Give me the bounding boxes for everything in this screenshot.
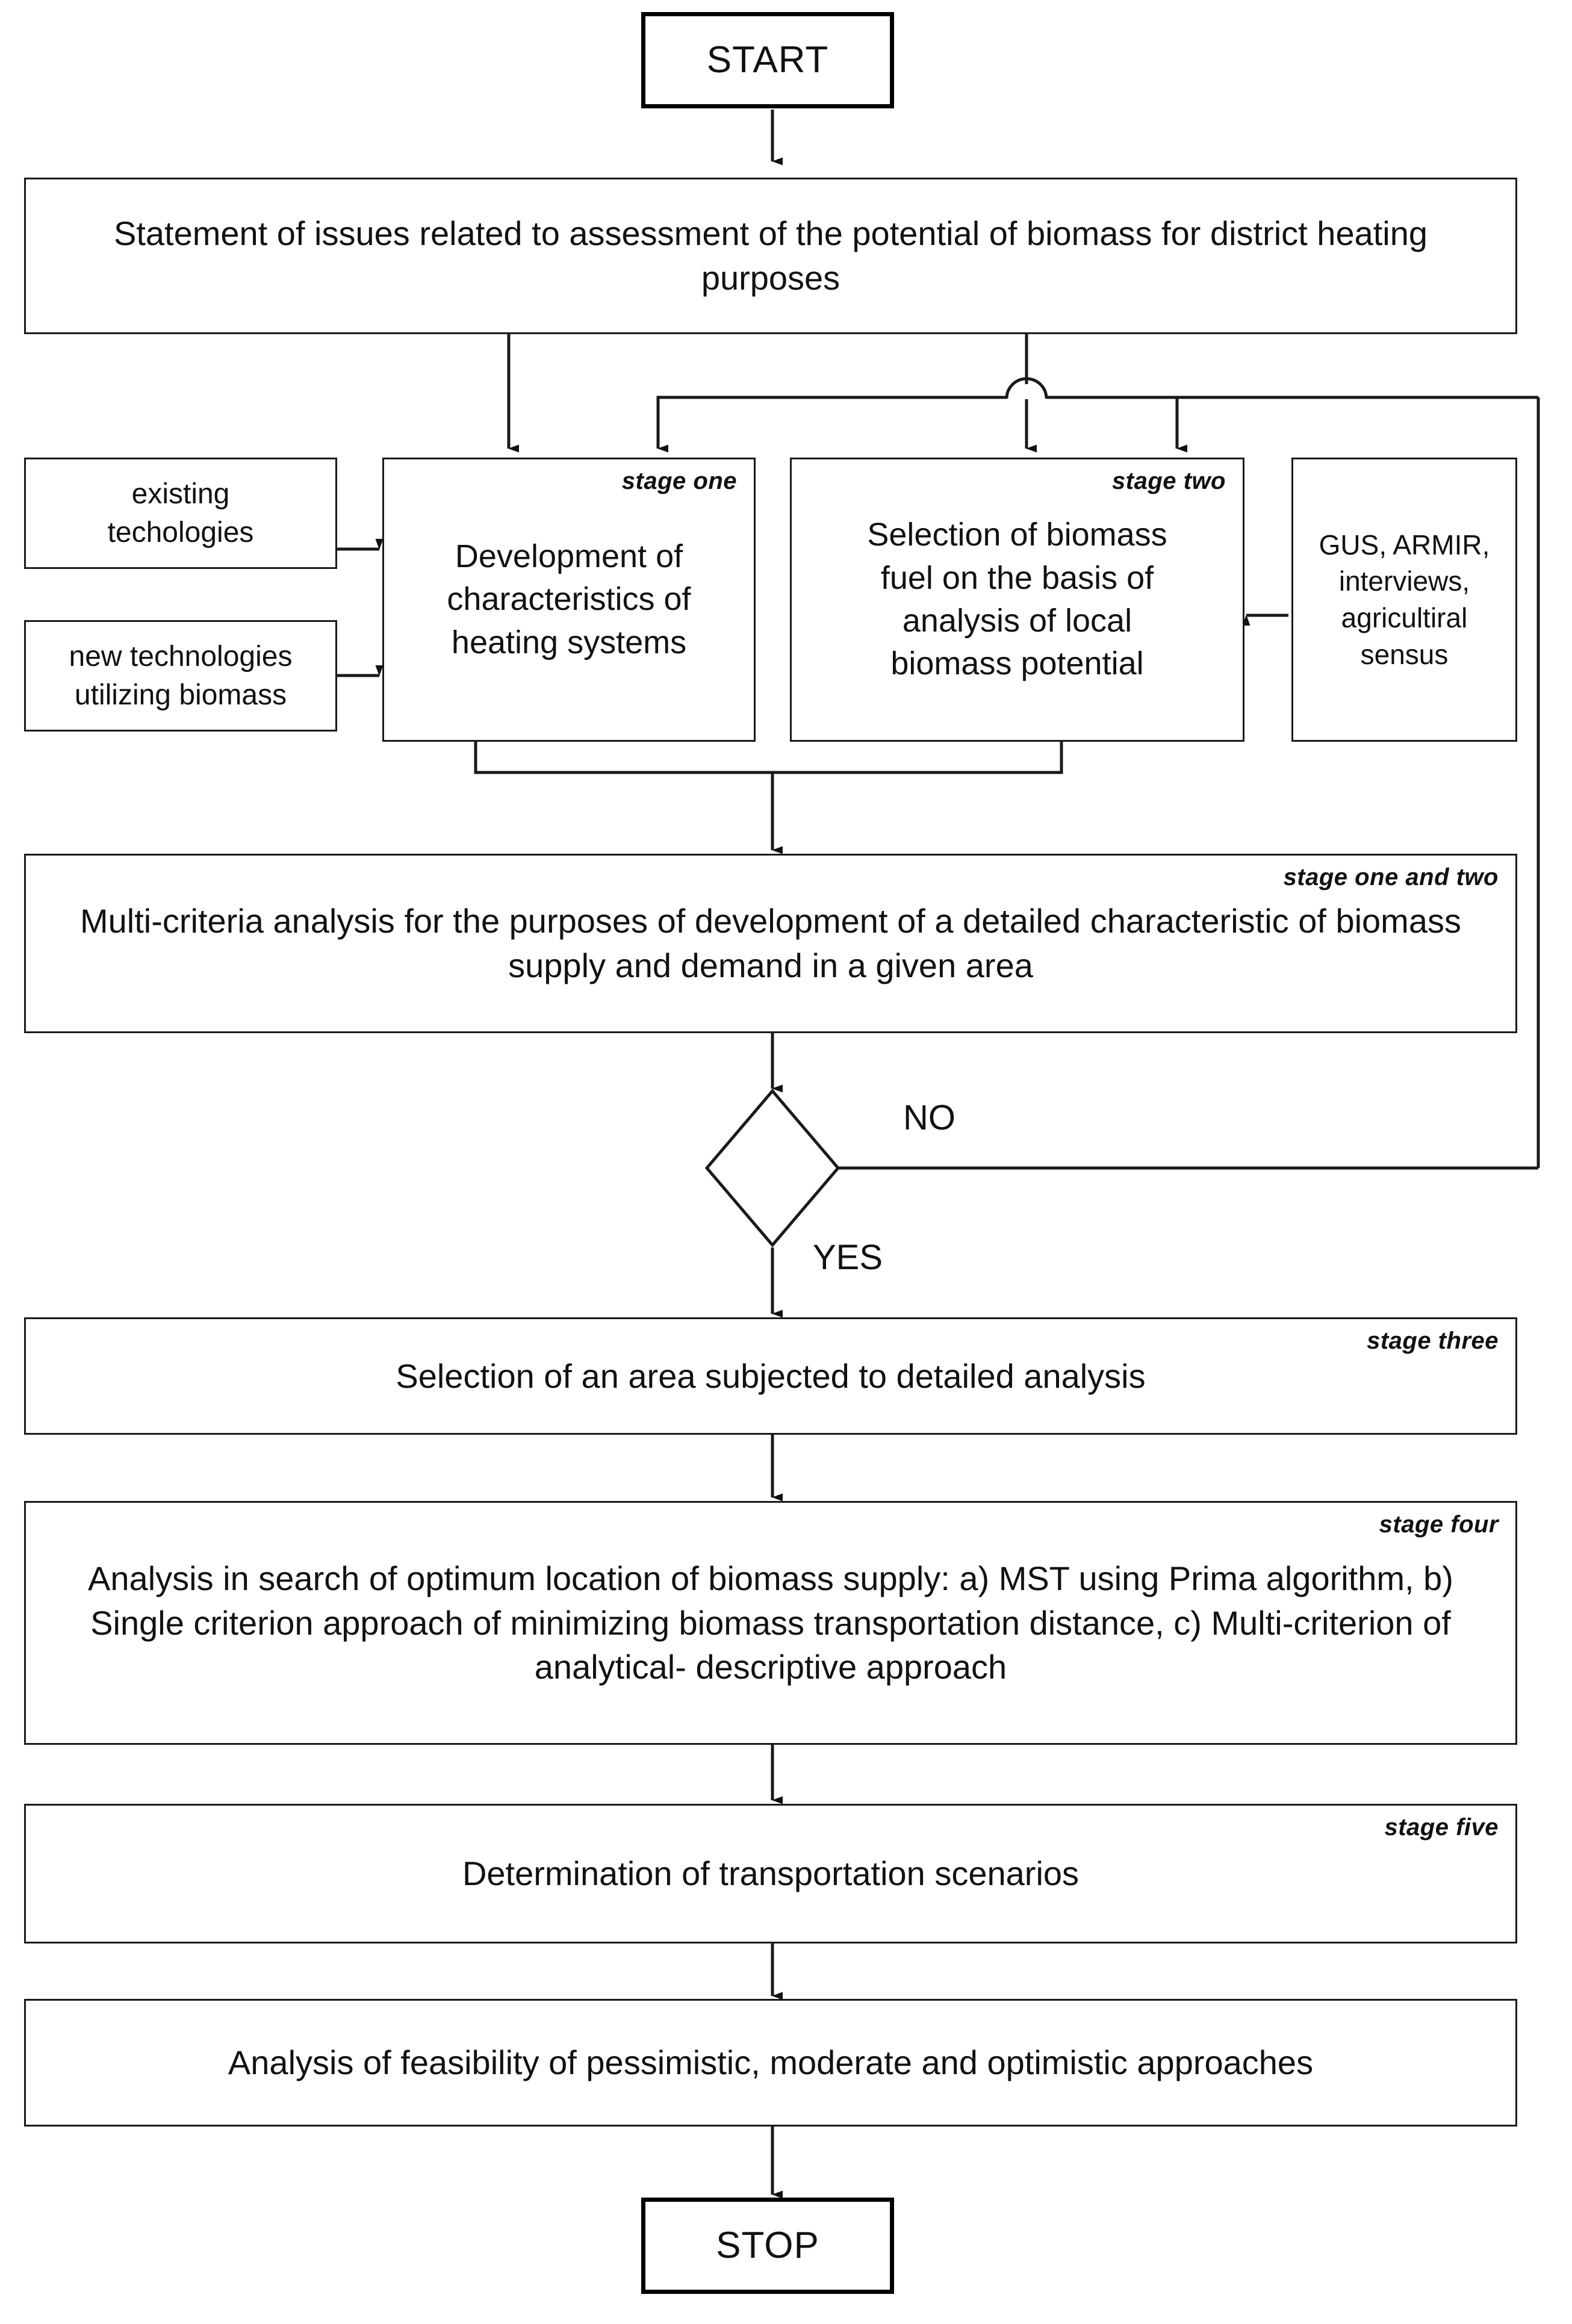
node-feasibility-analysis[interactable]: Analysis of feasibility of pessimistic, … — [24, 1999, 1517, 2127]
node-stage-one[interactable]: stage one Development of characteristics… — [382, 458, 756, 742]
node-statement-label: Statement of issues related to assessmen… — [113, 214, 1428, 297]
edge-feedback-bus-left — [656, 396, 1007, 449]
node-multicriteria-label: Multi-criteria analysis for the purposes… — [80, 902, 1461, 984]
node-stage-three[interactable]: stage three Selection of an area subject… — [24, 1317, 1517, 1435]
node-start[interactable]: START — [641, 12, 894, 108]
node-stage-five-tag: stage five — [1384, 1814, 1499, 1841]
node-data-sources[interactable]: GUS, ARMIR, interviews, agricultiral sen… — [1291, 458, 1517, 742]
node-stage-two-tag: stage two — [1112, 468, 1226, 494]
node-multicriteria-analysis[interactable]: stage one and two Multi-criteria analysi… — [24, 854, 1517, 1033]
edge-stage-one-merge — [474, 742, 772, 774]
node-stage-three-tag: stage three — [1367, 1328, 1499, 1354]
node-stop-label: STOP — [716, 2225, 819, 2267]
edge-label-no: NO — [903, 1098, 955, 1137]
edge-jump-arc — [1005, 377, 1048, 399]
node-stage-five[interactable]: stage five Determination of transportati… — [24, 1804, 1517, 1943]
node-data-sources-label: GUS, ARMIR, interviews, agricultiral sen… — [1319, 529, 1490, 670]
node-statement-of-issues[interactable]: Statement of issues related to assessmen… — [24, 178, 1517, 334]
edge-stage-two-merge — [772, 742, 1063, 774]
node-new-technologies[interactable]: new technologies utilizing biomass — [24, 620, 337, 732]
node-stage-five-label: Determination of transportation scenario… — [462, 1854, 1080, 1893]
node-stage-four-label: Analysis in search of optimum location o… — [88, 1559, 1453, 1686]
node-stage-two-label: Selection of biomass fuel on the basis o… — [867, 517, 1167, 682]
node-new-technologies-label: new technologies utilizing biomass — [69, 641, 293, 711]
node-existing-technologies-label: existing techologies — [107, 478, 254, 548]
node-existing-technologies[interactable]: existing techologies — [24, 458, 337, 569]
decision-diamond — [704, 1089, 840, 1247]
node-multicriteria-tag: stage one and two — [1283, 864, 1499, 890]
node-stage-four[interactable]: stage four Analysis in search of optimum… — [24, 1501, 1517, 1745]
node-stage-two[interactable]: stage two Selection of biomass fuel on t… — [790, 458, 1244, 742]
node-feasibility-label: Analysis of feasibility of pessimistic, … — [228, 2043, 1314, 2082]
node-stop[interactable]: STOP — [641, 2198, 894, 2294]
node-stage-three-label: Selection of an area subjected to detail… — [396, 1356, 1146, 1395]
node-stage-one-label: Development of characteristics of heatin… — [447, 538, 691, 660]
node-stage-one-tag: stage one — [621, 468, 737, 494]
node-stage-four-tag: stage four — [1379, 1511, 1499, 1538]
node-start-label: START — [706, 39, 829, 81]
edge-label-yes: YES — [813, 1238, 883, 1277]
